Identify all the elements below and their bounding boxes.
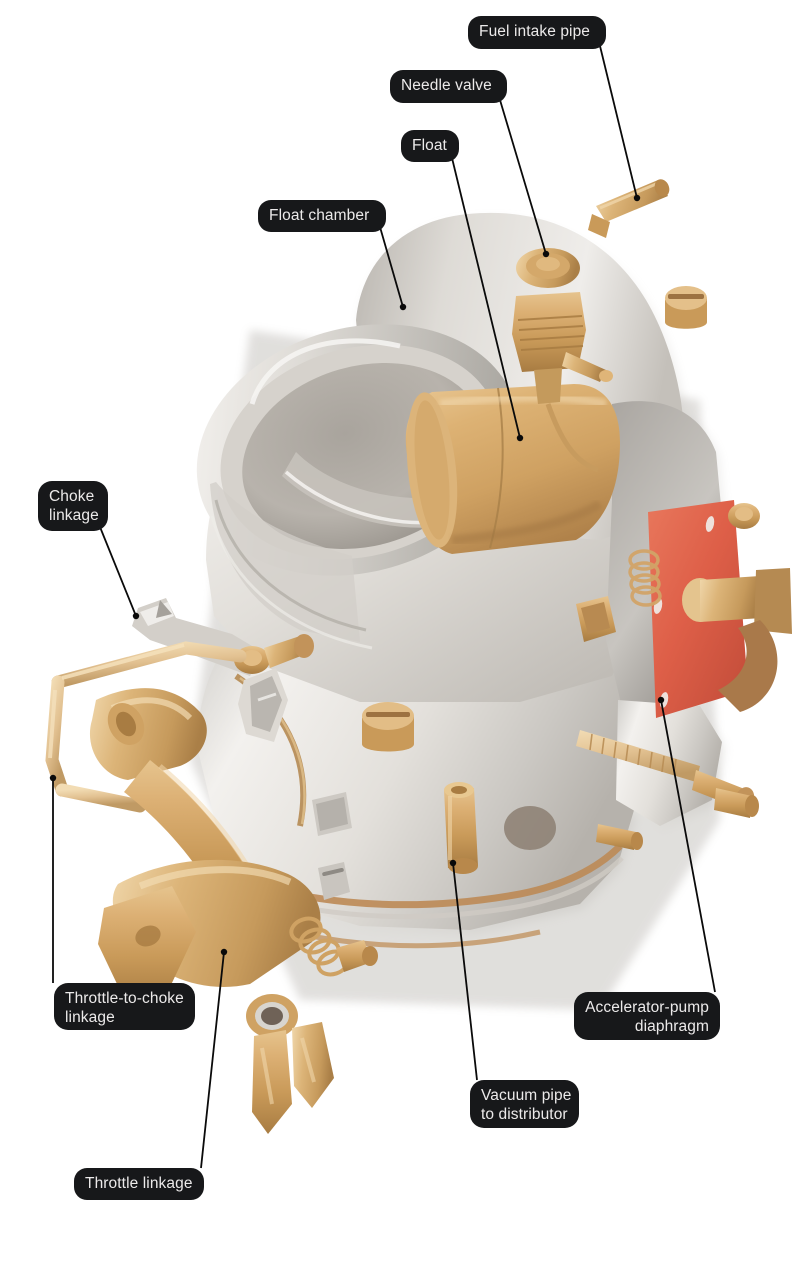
needle-valve xyxy=(512,248,613,473)
accelerator-pump-diaphragm xyxy=(628,500,792,718)
callout-label-vacuum-pipe-to-distributor: Vacuum pipe to distributor xyxy=(470,1080,579,1128)
callout-label-choke-linkage: Choke linkage xyxy=(38,481,108,531)
throttle-linkage-cluster xyxy=(45,641,378,1134)
idle-stop-screw xyxy=(318,862,350,900)
right-mid-nut xyxy=(714,788,759,818)
vacuum-pipe-to-distributor xyxy=(444,782,478,874)
callout-label-float-chamber: Float chamber xyxy=(258,200,386,232)
body-screw xyxy=(362,702,414,752)
callout-label-float: Float xyxy=(401,130,459,162)
callout-label-fuel-intake-pipe: Fuel intake pipe xyxy=(468,16,606,49)
callout-label-throttle-linkage: Throttle linkage xyxy=(74,1168,204,1200)
callout-label-needle-valve: Needle valve xyxy=(390,70,507,103)
choke-bracket xyxy=(238,668,288,742)
brass-nipple xyxy=(596,824,643,850)
top-right-screw xyxy=(665,286,707,329)
fuel-intake-pipe xyxy=(588,179,670,238)
callout-label-throttle-to-choke-linkage: Throttle-to-choke linkage xyxy=(54,983,195,1030)
callout-label-accelerator-pump-diaphragm: Accelerator-pump diaphragm xyxy=(574,992,720,1040)
float xyxy=(405,384,620,554)
brass-boss xyxy=(576,596,616,642)
